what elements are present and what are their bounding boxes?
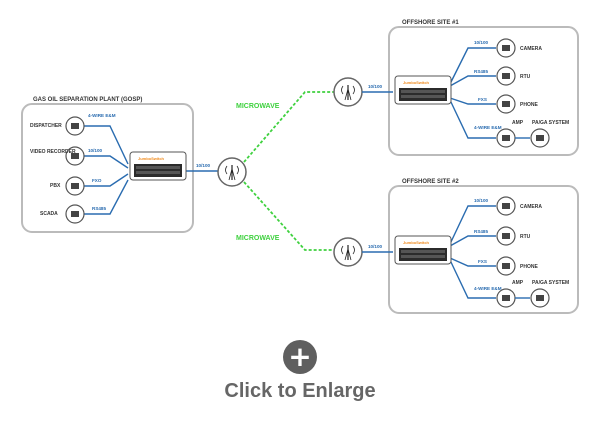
radio-tower-icon [217,157,247,187]
device-label: PBX [50,183,61,189]
link-label: FXO [92,178,102,183]
site-1-pa-system: PA/GA SYSTEM [530,120,569,148]
radio-tower-icon [333,237,363,267]
link-label: 4-WIRE E&M [88,113,116,118]
link-label: FXS [478,259,487,264]
site-1-box [388,26,579,156]
link-label: 4-WIRE E&M [474,286,502,291]
site-2-rtu: RTU RS485 [474,226,531,246]
phone-icon [496,94,516,114]
site-2-phone: PHONE FXS [478,256,538,276]
gosp-device-dispatcher: DISPATCHER 4-WIRE E&M [30,113,116,136]
gosp-title: GAS OIL SEPARATION PLANT (GOSP) [33,97,142,103]
gosp-device-video-recorder: VIDEO RECORDER 10/100 [30,146,102,166]
site-2-switch: JumboSwitch [394,235,452,265]
site-1-rtu: RTU RS485 [474,66,531,86]
plus-icon[interactable]: + [283,340,317,374]
pbx-icon [65,176,85,196]
switch-brand: JumboSwitch [403,80,430,85]
link-label: 4-WIRE E&M [474,125,502,130]
device-label: PA/GA SYSTEM [532,120,569,126]
site-2-amp: AMP 4-WIRE E&M [474,280,524,308]
headset-icon [65,116,85,136]
site-1-camera: CAMERA 10/100 [474,38,542,58]
device-label: CAMERA [520,46,542,52]
speaker-icon [530,288,550,308]
device-label: PA/GA SYSTEM [532,280,569,286]
device-label: VIDEO RECORDER [30,149,76,155]
gosp-uplink-label: 10/100 [196,163,210,168]
gosp-box [21,103,194,233]
speaker-icon [530,128,550,148]
enlarge-label[interactable]: Click to Enlarge [224,380,376,402]
link-label: FXS [478,97,487,102]
link-label: RS485 [474,229,488,234]
amplifier-icon [496,288,516,308]
link-label: 10/100 [474,40,488,45]
device-label: AMP [512,120,524,126]
device-label: CAMERA [520,204,542,210]
link-label: RS485 [92,206,106,211]
gosp-switch: JumboSwitch [129,151,187,181]
phone-icon [496,256,516,276]
site-1-phone: PHONE FXS [478,94,538,114]
site-2-pa-system: PA/GA SYSTEM [530,280,569,308]
site-2-title: OFFSHORE SITE #2 [402,179,459,185]
switch-brand: JumboSwitch [403,240,430,245]
site-1-amp: AMP 4-WIRE E&M [474,120,524,148]
site-1-title: OFFSHORE SITE #1 [402,20,459,26]
camera-icon [496,38,516,58]
site-2-box [388,185,579,314]
switch-brand: JumboSwitch [138,156,165,161]
device-label: PHONE [520,102,538,108]
link-label: 10/100 [474,198,488,203]
device-label: SCADA [40,211,58,217]
device-label: RTU [520,234,531,240]
amplifier-icon [496,128,516,148]
site-1-uplink-label: 10/100 [368,84,382,89]
site-1-switch: JumboSwitch [394,75,452,105]
rtu-icon [496,226,516,246]
device-label: AMP [512,280,524,286]
scada-monitor-icon [65,204,85,224]
link-label: 10/100 [88,148,102,153]
microwave-label-2: MICROWAVE [236,235,280,242]
rtu-icon [496,66,516,86]
gosp-device-pbx: PBX FXO [50,176,102,196]
radio-tower-icon [333,77,363,107]
link-label: RS485 [474,69,488,74]
microwave-label-1: MICROWAVE [236,103,280,110]
device-label: RTU [520,74,531,80]
camera-icon [496,196,516,216]
site-2-uplink-label: 10/100 [368,244,382,249]
device-label: DISPATCHER [30,123,62,129]
site-2-camera: CAMERA 10/100 [474,196,542,216]
device-label: PHONE [520,264,538,270]
network-diagram: GAS OIL SEPARATION PLANT (GOSP) DISPATCH… [21,20,579,314]
gosp-device-scada: SCADA RS485 [40,204,106,224]
click-to-enlarge[interactable]: + Click to Enlarge [0,340,600,403]
